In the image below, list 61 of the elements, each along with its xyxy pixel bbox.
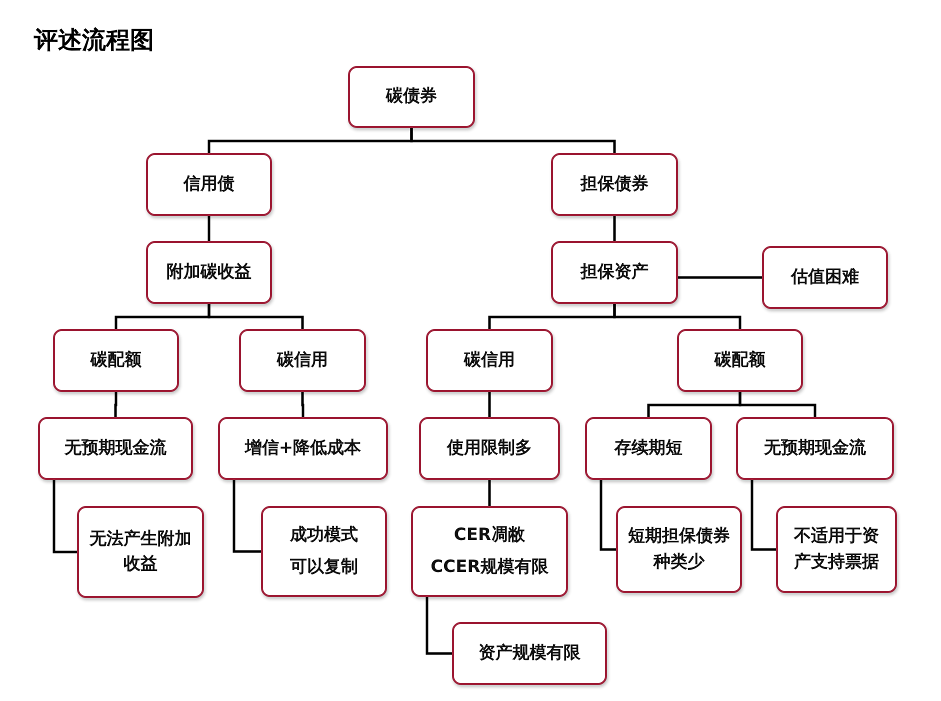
box-text: 附加碳收益 — [166, 260, 252, 284]
box-text: 不适用于资产支持票据 — [792, 525, 880, 574]
connector-line — [114, 392, 118, 417]
box-text: 成功模式 — [290, 524, 358, 547]
process-box — [677, 329, 803, 392]
connector-line — [301, 392, 304, 417]
box-text: 担保资产 — [580, 260, 648, 284]
process-box — [551, 241, 678, 304]
process-box — [776, 506, 897, 593]
process-box — [261, 506, 387, 597]
process-box — [348, 66, 475, 128]
connector-line — [52, 480, 77, 554]
connector-line — [208, 304, 304, 329]
box-text: 资产规模有限 — [478, 642, 580, 665]
connector-line — [600, 480, 616, 551]
process-box — [146, 153, 272, 216]
process-box — [616, 506, 742, 593]
process-box — [419, 417, 560, 480]
box-text: 可以复制 — [290, 556, 358, 578]
connector-line — [613, 304, 742, 329]
box-text: 估值困难 — [791, 266, 859, 289]
process-box — [77, 506, 204, 598]
box-text: 碳配额 — [714, 348, 766, 372]
box-text: CER凋敝 — [454, 524, 526, 547]
box-text: 存续期短 — [614, 436, 682, 460]
process-box — [53, 329, 179, 392]
box-text: 信用债 — [184, 172, 234, 196]
connector-line — [678, 276, 762, 279]
box-text: 无法产生附加收益 — [88, 528, 192, 576]
box-text: CCER规模有限 — [430, 556, 548, 578]
connector-line — [410, 128, 616, 153]
connector-line — [488, 392, 491, 417]
box-text: 使用限制多 — [447, 436, 532, 460]
process-box — [239, 329, 366, 392]
process-box — [585, 417, 712, 480]
connector-line — [738, 392, 816, 417]
box-text: 碳信用 — [464, 348, 515, 372]
process-box — [762, 246, 888, 309]
process-box — [426, 329, 553, 392]
process-box — [452, 622, 607, 685]
process-box — [736, 417, 894, 480]
connector-line — [232, 480, 261, 553]
connector-line — [426, 597, 452, 655]
box-text: 无预期现金流 — [64, 436, 166, 460]
box-text: 担保债券 — [580, 172, 648, 196]
box-text: 碳债券 — [386, 85, 437, 108]
connector-line — [613, 216, 616, 241]
process-box — [551, 153, 678, 216]
diagram-title: 评述流程图 — [34, 25, 154, 56]
process-box — [146, 241, 272, 304]
process-box — [218, 417, 388, 480]
box-text: 增信+降低成本 — [244, 436, 362, 460]
process-box — [411, 506, 568, 597]
process-box — [38, 417, 193, 480]
connector-line — [750, 480, 776, 551]
connector-line — [208, 216, 210, 241]
box-text: 短期担保债券种类少 — [626, 525, 731, 574]
connector-line — [488, 480, 491, 506]
box-text: 碳配额 — [90, 348, 142, 372]
box-text: 无预期现金流 — [764, 436, 866, 460]
box-text: 碳信用 — [277, 348, 328, 372]
